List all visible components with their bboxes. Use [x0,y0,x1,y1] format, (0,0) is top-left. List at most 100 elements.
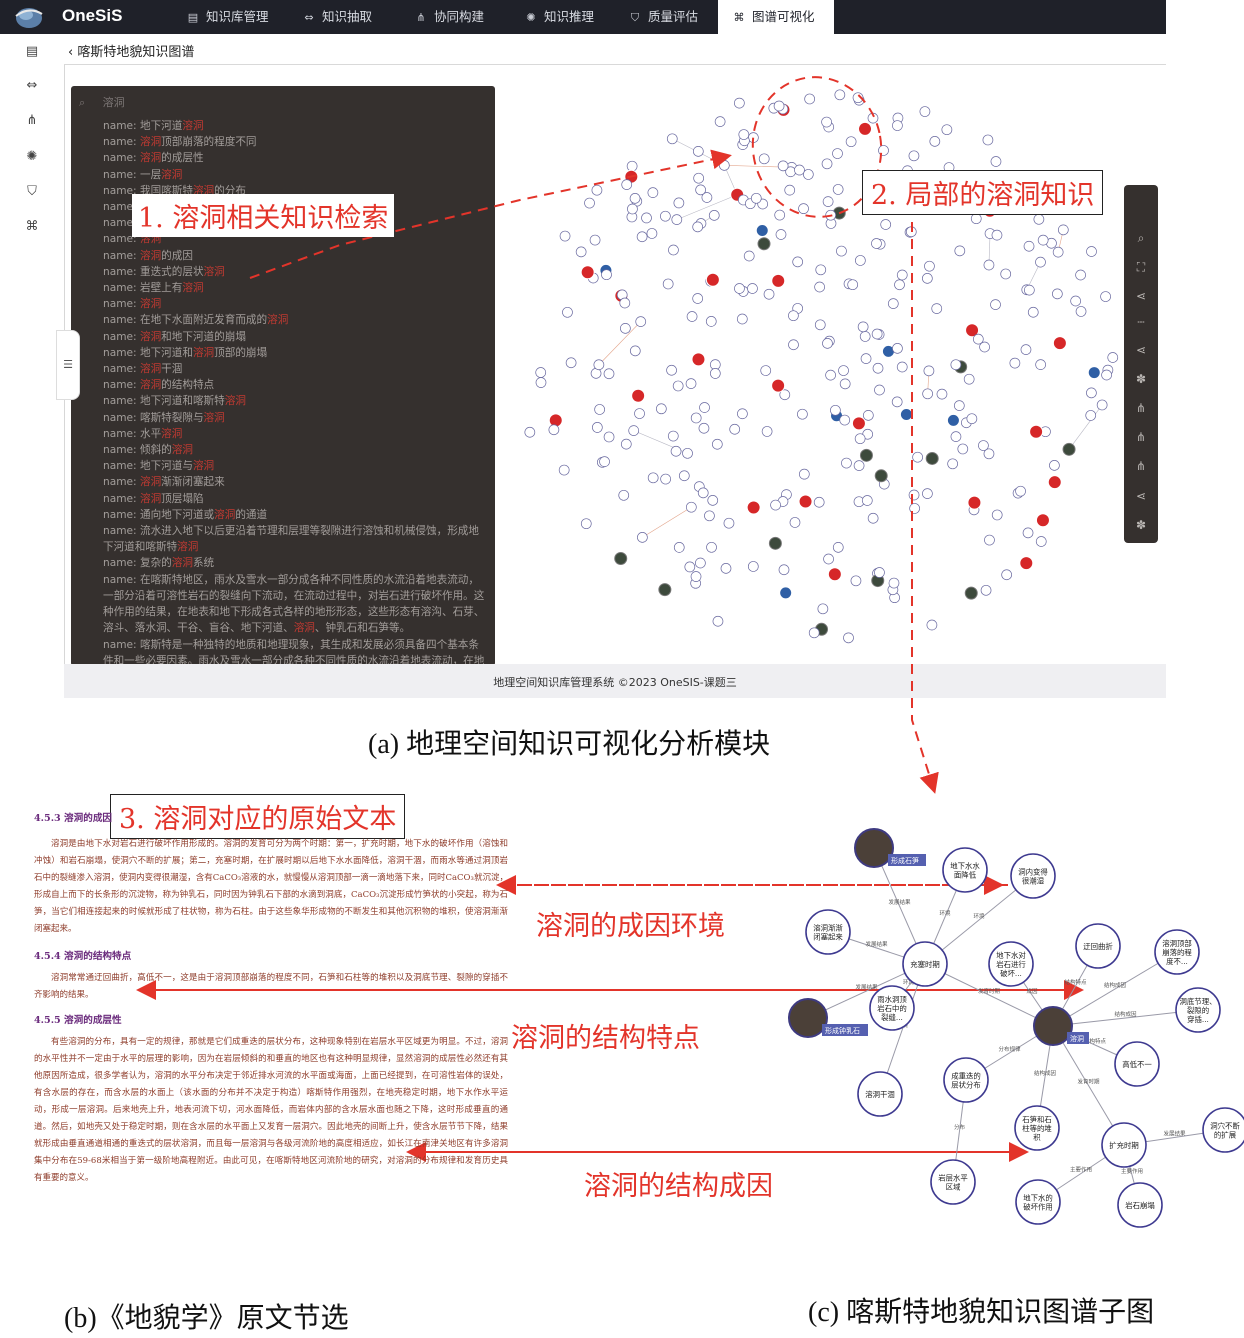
search-result-item[interactable]: name: 一层溶洞 [103,168,183,181]
search-result-list: name: 地下河道溶洞 name: 溶洞顶部崩落的程度不同 name: 溶洞的成层… [71,118,495,666]
nav-tab-quality[interactable]: ⛉质量评估 [628,0,720,34]
subgraph-node[interactable]: 形成钟乳石 [788,998,868,1038]
search-result-item[interactable]: name: 岩壁上有溶洞 [103,282,204,295]
subgraph-node[interactable]: 雨水洞顶岩石中的裂缝... [869,985,915,1031]
collaborate-icon[interactable]: ⋔ [26,113,38,128]
search-result-item[interactable]: name: 溶洞 [103,298,162,311]
search-result-item[interactable]: name: 地下河道与溶洞 [103,460,215,473]
hierarchy-icon[interactable]: ⋔ [1135,430,1147,444]
subgraph-node[interactable]: 溶洞 [1033,1006,1089,1046]
subgraph-node[interactable]: 溶洞干涸 [857,1071,903,1117]
search-result-item[interactable]: name: 喀斯特裂隙与溶洞 [103,411,225,424]
graph-node [817,603,829,615]
search-result-item[interactable]: name: 复杂的溶洞系统 [103,557,215,570]
svg-text:穿插...: 穿插... [1187,1015,1209,1024]
search-result-item[interactable]: name: 溶洞顶部崩落的程度不同 [103,136,257,149]
graph-node [794,164,805,176]
nav-tab-kb-management[interactable]: ▤知识库管理 [186,0,286,34]
svg-text:充塞时期: 充塞时期 [910,960,940,969]
subgraph-node[interactable]: 洞内变得很潮湿 [1010,853,1056,899]
subgraph-edge-label: 发展结果 [865,940,888,948]
search-result-item[interactable]: name: 溶洞渐渐闭塞起来 [103,476,225,489]
search-result-item[interactable]: name: 溶洞的结构特点 [103,379,215,392]
nav-tab-collaborate[interactable]: ⋔协同构建 [414,0,508,34]
karst-subgraph[interactable]: 发展结果环境环境发展结果发展结果环境环境发育时期成因结构特点结构成因结构成因结构… [770,818,1244,1258]
subgraph-node[interactable]: 充塞时期 [902,941,948,987]
graph-node [908,150,920,162]
hierarchy-icon[interactable]: ⋔ [1135,459,1147,473]
search-result-item[interactable]: name: 水平溶洞 [103,427,183,440]
shield-icon[interactable]: ⛉ [27,184,37,199]
share-icon[interactable]: ⋖ [1135,489,1147,503]
share-icon[interactable]: ⋖ [1135,289,1147,303]
subgraph-node[interactable]: 岩石崩塌 [1117,1182,1163,1228]
search-result-item[interactable]: name: 在喀斯特地区，雨水及雪水一部分成各种不同性质的水流沿着地表流动，一部… [103,573,485,635]
brand-name[interactable]: OneSiS [62,6,123,25]
nav-tab-extraction[interactable]: ⇔知识抽取 [302,0,400,34]
svg-text:地下水对: 地下水对 [996,951,1026,960]
graph-node [666,133,678,145]
search-result-item[interactable]: name: 溶洞的成层性 [103,152,204,165]
search-result-item[interactable]: name: 溶洞和地下河道的崩塌 [103,330,246,343]
subgraph-node[interactable]: 洞穴不断的扩展 [1202,1107,1244,1153]
svg-text:区域: 区域 [946,1183,961,1192]
zoom-icon[interactable]: ⌕ [1137,231,1145,245]
graph-node [718,160,730,171]
svg-text:岩石中的: 岩石中的 [877,1004,907,1013]
subgraph-node[interactable]: 洞底节理、裂隙的穿插... [1175,987,1221,1033]
subgraph-edge-label: 发展结果 [1163,1130,1186,1138]
subgraph-node[interactable]: 石笋和石柱等的堆积 [1014,1105,1060,1151]
caption-b: (b)《地貌学》原文节选 [64,1303,349,1334]
search-result-item[interactable]: name: 地下河道和溶洞顶部的崩塌 [103,346,268,359]
nav-label: 知识抽取 [322,9,373,24]
page-title[interactable]: ‹ 喀斯特地貌知识图谱 [68,41,194,60]
layout-icon[interactable]: ✽ [1135,372,1147,386]
subgraph-node[interactable]: 溶洞顶部崩落的程度不... [1154,929,1200,975]
subgraph-node[interactable]: 迂回曲折 [1075,923,1121,969]
search-result-item[interactable]: name: 在地下水面附近发育而成的溶洞 [103,314,289,327]
search-result-item[interactable]: name: 倾斜的溶洞 [103,444,193,457]
search-result-item[interactable]: name: 溶洞顶层塌陷 [103,492,204,505]
search-result-item[interactable]: name: 通向地下河道或溶洞的通道 [103,508,268,521]
svg-text:很潮湿: 很潮湿 [1022,877,1045,886]
graph-node [825,369,836,381]
graph-node [524,426,536,438]
search-input[interactable]: ⌕ 溶洞 [79,94,487,112]
search-result-item[interactable]: name: 重迭式的层状溶洞 [103,265,225,278]
graph-node [821,116,832,128]
search-result-item[interactable]: name: 流水进入地下以后更沿着节理和层理等裂隙进行溶蚀和机械侵蚀，形成地下河… [103,525,479,554]
graph-node [874,567,885,578]
database-icon[interactable]: ▤ [25,44,39,59]
search-result-item[interactable]: name: 喀斯特是一种独特的地质和地理现象，其生成和发展必须具备四个基本条件和… [103,638,485,667]
graph-node [980,584,992,596]
graph-node [931,303,943,314]
graph-icon[interactable]: ⌘ [25,219,39,234]
search-result-item[interactable]: name: 我国喀斯特溶洞的分布 [103,184,246,197]
nav-tab-graph-visualization[interactable]: ⌘图谱可视化 [718,0,834,34]
subgraph-node[interactable]: 成重迭的层状分布 [943,1057,989,1103]
subgraph-node[interactable]: 形成石笋 [854,828,926,868]
search-result-item[interactable]: name: 地下河道和喀斯特溶洞 [103,395,246,408]
search-result-item[interactable]: name: 溶洞的成因 [103,249,193,262]
extract-icon[interactable]: ⇔ [26,78,38,93]
graph-node [1001,569,1013,581]
nav-tab-reasoning[interactable]: ✺知识推理 [524,0,616,34]
hierarchy-icon[interactable]: ⋔ [1135,401,1147,415]
search-result-item[interactable]: name: 地下河道溶洞 [103,120,204,132]
subgraph-node[interactable]: 岩层水平区域 [930,1159,976,1205]
search-result-item[interactable]: name: 溶洞干涸 [103,363,183,376]
fit-view-icon[interactable]: ⛶ [1136,260,1146,274]
chevron-left-icon[interactable]: ‹ [68,45,74,60]
knowledge-graph-canvas[interactable] [500,70,1160,665]
layout-icon[interactable]: ✽ [1135,518,1147,532]
subgraph-node[interactable]: 地下水对岩石进行破坏... [988,941,1034,987]
subgraph-node[interactable]: 地下水的破坏作用 [1015,1179,1061,1225]
reasoning-icon[interactable]: ✺ [26,149,38,164]
subgraph-node[interactable]: 扩充时期 [1101,1122,1147,1168]
panel-collapse-icon[interactable]: ☰ [56,330,80,400]
subgraph-node[interactable]: 高低不一 [1114,1041,1160,1087]
share-icon[interactable]: ⋖ [1135,343,1147,357]
subgraph-node[interactable]: 地下水水面降低 [942,847,988,893]
subgraph-node[interactable]: 溶洞渐渐闭塞起来 [805,909,851,955]
graph-node [535,377,547,388]
